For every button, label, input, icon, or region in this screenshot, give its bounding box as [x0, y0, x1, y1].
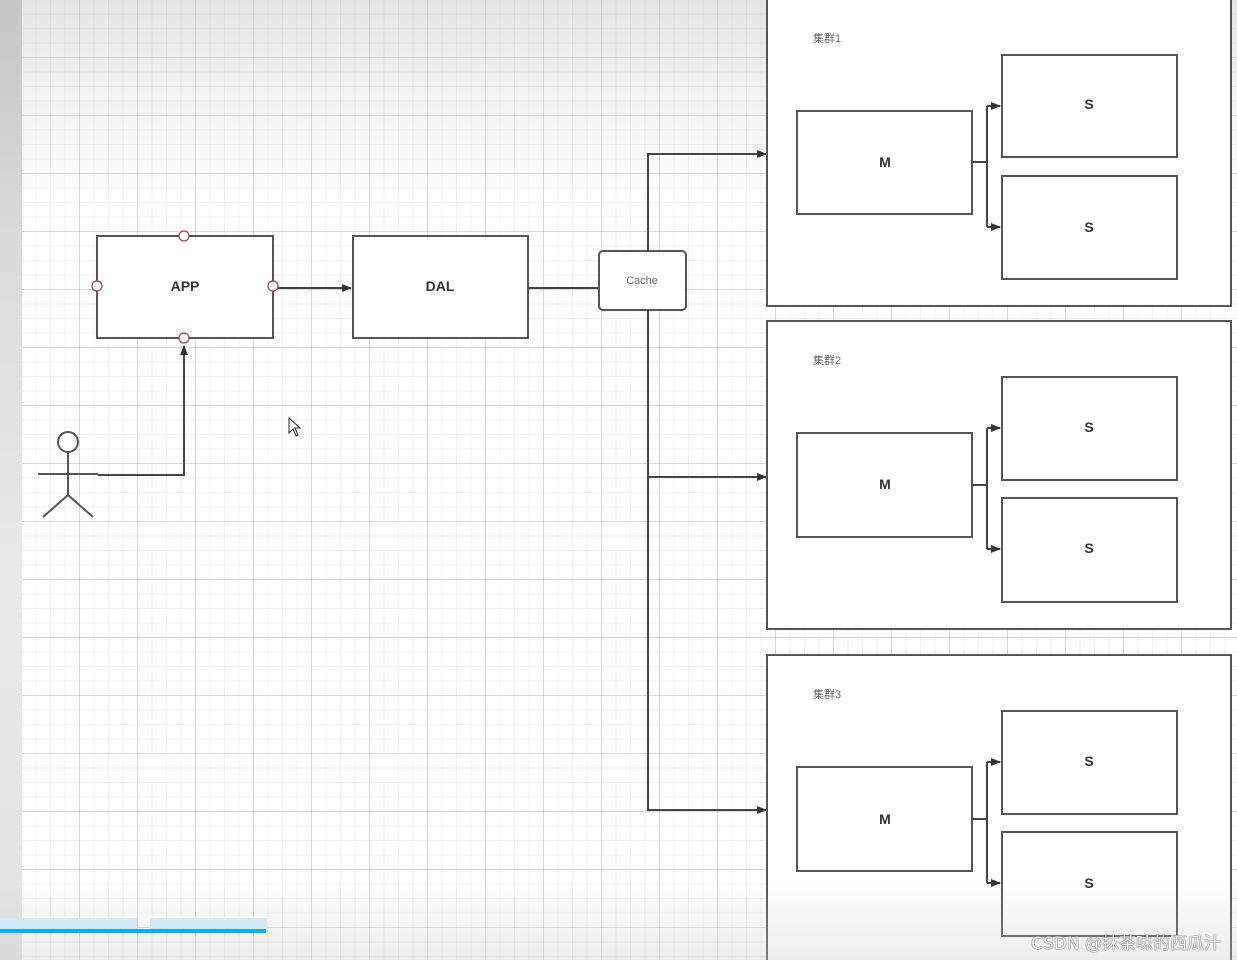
cluster-title: 集群3 [813, 687, 841, 701]
cluster-title: 集群2 [813, 353, 841, 367]
buffered-segment [0, 918, 137, 929]
master-node[interactable] [796, 766, 973, 872]
master-label: M [879, 811, 891, 827]
connection-port-left[interactable] [91, 280, 103, 292]
mouse-cursor-icon [288, 416, 302, 437]
buffered-segment [150, 918, 267, 929]
connection-port-bottom[interactable] [178, 332, 190, 344]
slave-label: S [1084, 875, 1093, 891]
slave-label: S [1084, 96, 1093, 112]
left-panel-edge [0, 0, 22, 960]
slave-node[interactable] [1001, 54, 1178, 158]
dal-node[interactable]: DAL [352, 235, 529, 339]
connection-port-right[interactable] [267, 280, 279, 292]
slave-node[interactable] [1001, 376, 1178, 481]
slave-node[interactable] [1001, 831, 1178, 937]
slave-node[interactable] [1001, 710, 1178, 815]
edge-cache-to-cluster-1[interactable] [647, 150, 767, 251]
watermark: CSDN @抹茶味的西瓜汁 [1031, 934, 1221, 954]
slave-label: S [1084, 540, 1093, 556]
slave-label: S [1084, 219, 1093, 235]
cache-node[interactable]: Cache [598, 250, 687, 311]
cluster-2[interactable]: 集群2 M S S [766, 320, 1232, 630]
slave-node[interactable] [1001, 497, 1178, 603]
master-label: M [879, 476, 891, 492]
cluster-3[interactable]: 集群3 M S S [766, 654, 1232, 960]
app-label: APP [171, 278, 200, 294]
dal-label: DAL [426, 278, 455, 294]
slave-label: S [1084, 419, 1093, 435]
connection-port-top[interactable] [178, 230, 190, 242]
edge-cache-to-cluster-3[interactable] [647, 310, 767, 814]
master-label: M [879, 154, 891, 170]
app-node[interactable]: APP [91, 230, 279, 344]
user-actor-icon[interactable] [38, 431, 98, 518]
progress-fill [0, 929, 266, 933]
edge-user-to-app[interactable] [98, 345, 188, 476]
cluster-1[interactable]: 集群1 M S S [766, 0, 1232, 307]
cluster-title: 集群1 [813, 31, 841, 45]
slave-label: S [1084, 753, 1093, 769]
cache-label: Cache [626, 275, 658, 287]
slave-node[interactable] [1001, 175, 1178, 280]
video-progress-bar[interactable] [0, 918, 267, 934]
